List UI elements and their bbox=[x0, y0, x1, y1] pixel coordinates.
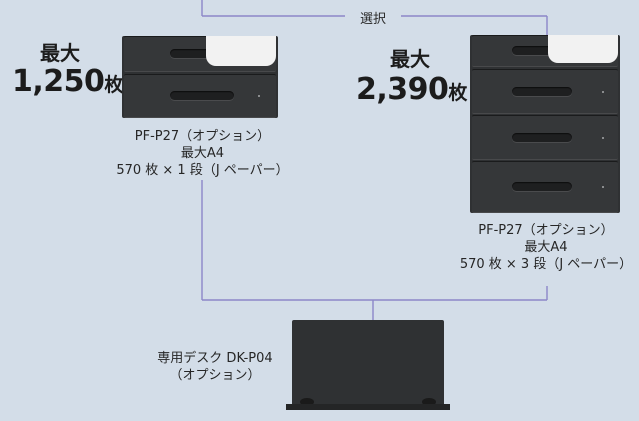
right-caption: PF-P27（オプション） 最大A4 570 枚 × 3 段（J ペーパー） bbox=[454, 222, 638, 273]
right-max-word: 最大 bbox=[390, 47, 430, 71]
left-capacity: 1,250枚 bbox=[12, 66, 123, 98]
right-capacity: 2,390枚 bbox=[356, 74, 467, 106]
left-max-label: 最大 bbox=[40, 42, 80, 64]
desk-caption: 専用デスク DK-P04 （オプション） bbox=[140, 350, 290, 384]
left-caption-capacity: 570 枚 × 1 段（J ペーパー） bbox=[116, 163, 289, 178]
left-capacity-unit: 枚 bbox=[104, 74, 124, 96]
right-tray-2 bbox=[472, 69, 618, 114]
right-capacity-unit: 枚 bbox=[448, 82, 468, 104]
indicator-icon bbox=[258, 95, 260, 97]
right-caption-size: 最大A4 bbox=[524, 240, 568, 255]
left-tray-2-handle bbox=[170, 91, 234, 100]
desk-caption-option: （オプション） bbox=[169, 368, 261, 383]
desk-caption-model: 専用デスク DK-P04 bbox=[157, 351, 273, 366]
left-paper-tray-unit bbox=[122, 36, 278, 118]
right-capacity-number: 2,390 bbox=[356, 72, 449, 107]
left-max-word: 最大 bbox=[40, 41, 80, 65]
indicator-icon bbox=[602, 137, 604, 139]
caster-wheel-icon bbox=[422, 398, 436, 406]
caster-wheel-icon bbox=[300, 398, 314, 406]
right-caption-model: PF-P27（オプション） bbox=[478, 223, 614, 238]
right-max-label: 最大 bbox=[390, 48, 430, 70]
left-tray-1-handle bbox=[170, 49, 216, 58]
indicator-icon bbox=[602, 186, 604, 188]
right-caption-capacity: 570 枚 × 3 段（J ペーパー） bbox=[459, 257, 633, 272]
right-tray-4-handle bbox=[512, 182, 572, 191]
left-caption-model: PF-P27（オプション） bbox=[134, 129, 271, 144]
desk-base bbox=[286, 404, 450, 410]
right-tray-4 bbox=[472, 161, 618, 213]
right-tray-3 bbox=[472, 115, 618, 160]
left-capacity-number: 1,250 bbox=[12, 64, 105, 99]
desk-cabinet bbox=[292, 320, 444, 406]
left-tray-2 bbox=[124, 74, 276, 118]
right-tray-2-handle bbox=[512, 87, 572, 96]
right-tray-3-handle bbox=[512, 133, 572, 142]
choice-label: 選択 bbox=[345, 12, 401, 28]
right-tray-1-handle bbox=[512, 46, 558, 55]
control-panel bbox=[548, 35, 618, 63]
left-caption-size: 最大A4 bbox=[180, 146, 225, 161]
right-paper-tray-unit bbox=[470, 35, 620, 213]
indicator-icon bbox=[602, 91, 604, 93]
control-panel bbox=[206, 36, 276, 66]
left-caption: PF-P27（オプション） 最大A4 570 枚 × 1 段（J ペーパー） bbox=[110, 128, 295, 179]
